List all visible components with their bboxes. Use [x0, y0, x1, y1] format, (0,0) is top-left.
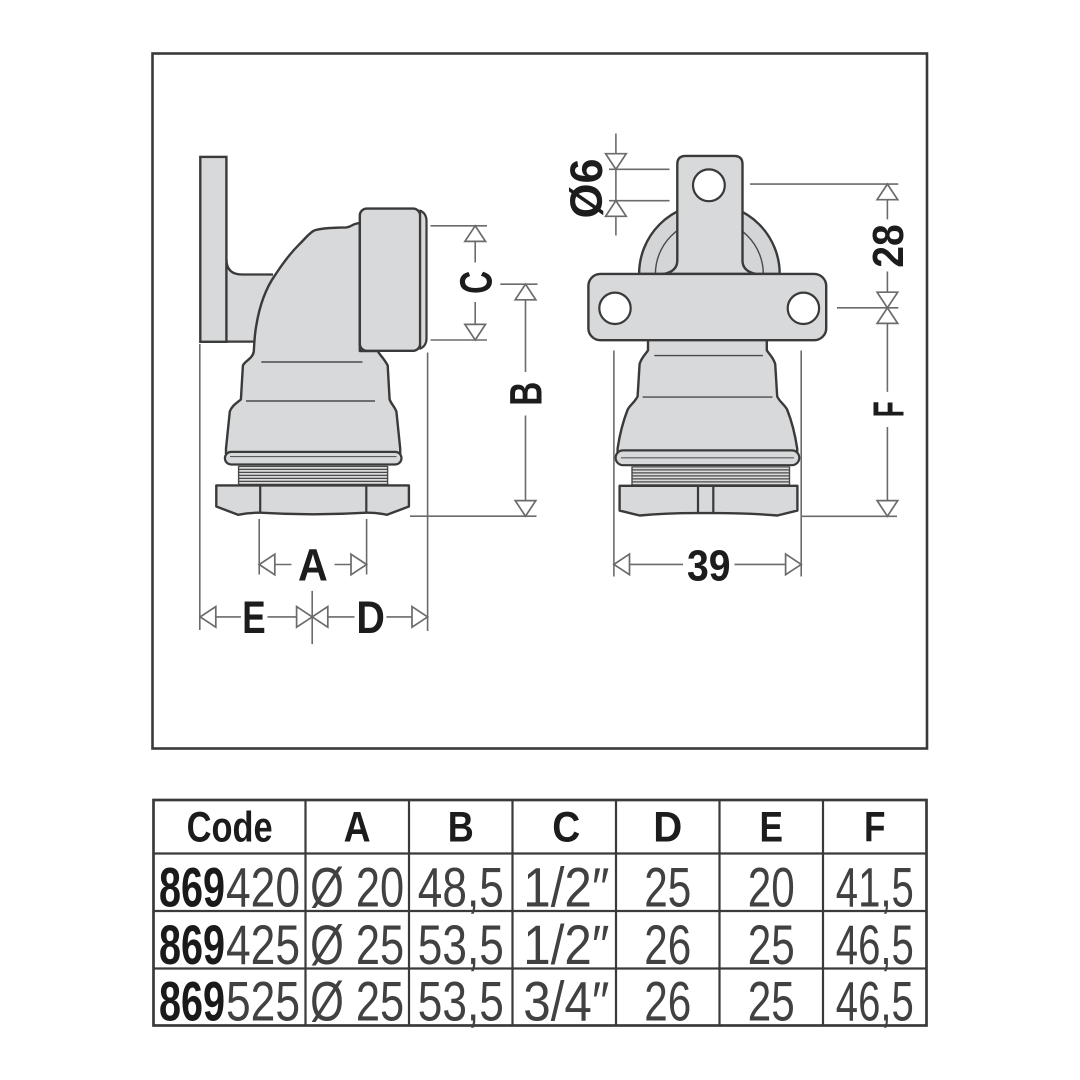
svg-text:525: 525	[226, 969, 300, 1032]
svg-text:20: 20	[748, 855, 795, 918]
svg-text:B: B	[448, 804, 474, 852]
svg-text:1/2″: 1/2″	[523, 855, 609, 918]
svg-text:28: 28	[864, 224, 913, 268]
svg-text:869: 869	[159, 969, 225, 1032]
svg-text:26: 26	[644, 913, 691, 976]
svg-text:A: A	[344, 804, 371, 852]
svg-text:25: 25	[748, 969, 795, 1032]
svg-text:25: 25	[644, 855, 691, 918]
svg-text:869: 869	[159, 855, 225, 918]
svg-text:41,5: 41,5	[836, 855, 914, 918]
svg-text:48,5: 48,5	[418, 855, 504, 918]
svg-text:Ø 25: Ø 25	[310, 969, 404, 1032]
svg-text:Ø6: Ø6	[561, 159, 612, 219]
svg-text:53,5: 53,5	[418, 969, 504, 1032]
svg-text:Code: Code	[187, 804, 273, 852]
svg-text:26: 26	[644, 969, 691, 1032]
svg-text:Ø 20: Ø 20	[310, 855, 404, 918]
svg-text:F: F	[864, 401, 913, 417]
svg-text:E: E	[242, 592, 265, 643]
svg-text:E: E	[760, 804, 784, 852]
svg-text:F: F	[864, 804, 886, 852]
svg-text:B: B	[501, 382, 552, 406]
svg-text:D: D	[653, 804, 682, 852]
svg-text:425: 425	[226, 913, 300, 976]
svg-text:46,5: 46,5	[836, 913, 914, 976]
svg-text:53,5: 53,5	[418, 913, 504, 976]
svg-text:C: C	[552, 804, 580, 852]
svg-text:869: 869	[159, 913, 225, 976]
svg-text:46,5: 46,5	[836, 969, 914, 1032]
svg-text:1/2″: 1/2″	[523, 913, 609, 976]
svg-text:3/4″: 3/4″	[523, 969, 609, 1032]
svg-text:Ø 25: Ø 25	[310, 913, 404, 976]
svg-text:39: 39	[687, 542, 731, 591]
svg-text:420: 420	[226, 855, 300, 918]
svg-text:A: A	[298, 540, 328, 591]
svg-text:25: 25	[748, 913, 795, 976]
svg-text:D: D	[356, 592, 385, 643]
svg-text:C: C	[450, 271, 501, 294]
